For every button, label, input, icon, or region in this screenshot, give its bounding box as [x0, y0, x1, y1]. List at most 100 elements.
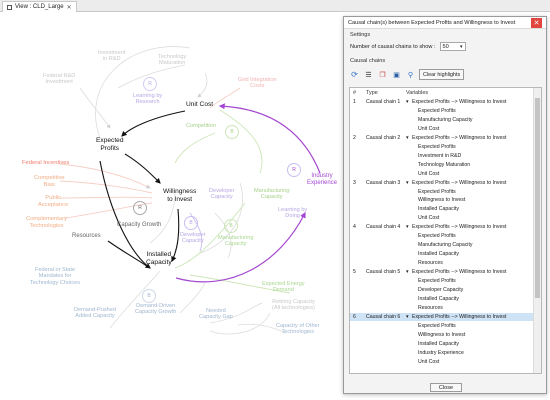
node-industry-experience[interactable]: Industry Experience	[307, 173, 337, 187]
chain-type: Causal chain 4	[366, 224, 401, 231]
chain-variable-row[interactable]: Installed Capacity	[350, 340, 534, 348]
chain-variable-row[interactable]: Unit Cost	[350, 170, 534, 178]
node-technology-maturation[interactable]: Technology Maturation	[158, 54, 186, 67]
node-learning-by-research[interactable]: Learning by Research	[133, 93, 162, 106]
node-manufacturing-capacity[interactable]: Manufacturing Capacity	[254, 188, 289, 201]
column-header-variables[interactable]: Variables	[406, 90, 429, 96]
chain-variable: Willingness to Invest	[418, 331, 466, 338]
chevron-down-icon[interactable]: ▾	[406, 269, 409, 276]
node-label: Capacity of Other Technologies	[276, 323, 320, 336]
chain-header: Expected Profits --> Willingness to Inve…	[412, 224, 507, 231]
chain-variable-row[interactable]: Unit Cost	[350, 125, 534, 133]
close-button[interactable]: Close	[430, 383, 462, 392]
node-federal-state-mandates[interactable]: Federal or State Mandates for Technology…	[30, 267, 80, 286]
node-installed-capacity[interactable]: Installed Capacity	[146, 251, 172, 266]
chain-variable-row[interactable]: Willingness to Invest	[350, 196, 534, 204]
chain-variable-row[interactable]: Expected Profits	[350, 232, 534, 240]
chevron-down-icon[interactable]: ▾	[406, 179, 409, 186]
node-manufacturing-capacity-loop[interactable]: Manufacturing Capacity	[218, 235, 253, 248]
chevron-down-icon[interactable]: ▾	[406, 99, 409, 105]
chain-variable-row[interactable]: Developer Capacity	[350, 286, 534, 294]
chain-variable-row[interactable]: Installed Capacity	[350, 205, 534, 213]
chain-variable-row[interactable]: Resources	[350, 259, 534, 267]
chain-variable-row[interactable]: Industry Experience	[350, 349, 534, 357]
node-label: Manufacturing Capacity	[254, 188, 290, 201]
node-label: Demand-Pushed Added Capacity	[74, 307, 116, 320]
chain-variable-row[interactable]: Expected Profits	[350, 143, 534, 151]
chevron-down-icon[interactable]: ▾	[460, 43, 463, 50]
save-icon[interactable]: ▣	[393, 71, 400, 79]
table-scrollbar[interactable]	[533, 88, 541, 373]
node-demand-driven-growth[interactable]: Demand-Driven Capacity Growth	[135, 303, 176, 316]
node-learning-by-doing[interactable]: Learning by Doing	[278, 207, 307, 220]
node-label: Technology Maturation	[158, 54, 187, 67]
node-resources[interactable]: Resources	[72, 233, 101, 240]
chevron-down-icon[interactable]: ▾	[406, 224, 409, 231]
node-developer-capacity-loop[interactable]: Developer Capacity	[180, 232, 206, 245]
chain-variable-row[interactable]: Technology Maturation	[350, 161, 534, 169]
node-retiring-capacity[interactable]: Retiring Capacity (All technologies)	[272, 299, 315, 312]
chain-variable-row[interactable]: Resources	[350, 304, 534, 312]
node-label: Retiring Capacity (All technologies)	[272, 299, 315, 312]
column-header-num[interactable]: #	[353, 90, 356, 96]
node-public-acceptance[interactable]: Public Acceptance	[38, 195, 68, 208]
node-federal-rd-investment[interactable]: Federal R&D Investment	[43, 73, 75, 86]
close-tab-icon[interactable]: ✕	[66, 4, 72, 11]
view-tab[interactable]: View : CLD_Large ✕	[2, 1, 77, 12]
dialog-titlebar[interactable]: Causal chain(s) between Expected Profits…	[344, 17, 546, 29]
chains-to-show-spinbox[interactable]: 50 ▾	[439, 42, 466, 51]
chain-variable: Resources	[418, 260, 443, 267]
chain-variable-row[interactable]: Manufacturing Capacity	[350, 116, 534, 124]
node-label: Competitive Bias	[34, 175, 65, 188]
node-capacity-other[interactable]: Capacity of Other Technologies	[276, 323, 320, 336]
chain-variable: Unit Cost	[418, 215, 440, 222]
chain-variable-row[interactable]: Expected Profits	[350, 277, 534, 285]
node-grid-integration-costs[interactable]: Grid Integration Costs	[238, 77, 277, 90]
node-federal-incentives[interactable]: Federal Incentives	[22, 160, 69, 167]
node-label: Public Acceptance	[38, 195, 69, 208]
node-unit-cost[interactable]: Unit Cost	[186, 101, 213, 109]
clear-highlights-button[interactable]: Clear highlights	[419, 69, 465, 80]
chain-variable-row[interactable]: Expected Profits	[350, 188, 534, 196]
chevron-down-icon[interactable]: ▾	[406, 134, 409, 141]
node-willingness-to-invest[interactable]: Willingness to Invest	[163, 188, 196, 203]
node-expected-profits[interactable]: Expected Profits	[96, 137, 124, 152]
node-complementary-technologies[interactable]: Complementary Technologies	[26, 216, 67, 229]
chain-variable-row[interactable]: Manufacturing Capacity	[350, 241, 534, 249]
node-label: Complementary Technologies	[26, 216, 67, 229]
settings-row: Number of causal chains to show : 50 ▾	[350, 42, 466, 51]
chain-variable-row[interactable]: Expected Profits	[350, 322, 534, 330]
node-demand-pushed-capacity[interactable]: Demand-Pushed Added Capacity	[74, 307, 116, 320]
column-header-type[interactable]: Type	[366, 90, 378, 96]
copy-icon[interactable]: ❐	[379, 71, 386, 79]
refresh-icon[interactable]: ⟳	[351, 70, 358, 79]
search-icon[interactable]: ⚲	[407, 71, 414, 79]
chain-variable-row[interactable]: Unit Cost	[350, 358, 534, 366]
node-needed-capacity-gap[interactable]: Needed Capacity Gap	[199, 308, 233, 321]
chain-variable-row[interactable]: Installed Capacity	[350, 295, 534, 303]
loop-label: B	[189, 220, 193, 226]
node-investment-rd[interactable]: Investment in R&D	[98, 50, 125, 63]
chain-variable-row[interactable]: Expected Profits	[350, 107, 534, 115]
dialog-close-icon[interactable]: ✕	[531, 17, 542, 28]
chain-variable: Willingness to Invest	[418, 197, 466, 204]
chain-variable-row[interactable]: Unit Cost	[350, 214, 534, 222]
node-expected-energy-demand[interactable]: Expected Energy Demand	[262, 281, 305, 294]
node-developer-capacity[interactable]: Developer Capacity	[209, 188, 235, 201]
chevron-down-icon[interactable]: ▾	[406, 313, 409, 320]
list-check-icon[interactable]: ☰	[365, 71, 372, 79]
chain-variable-row[interactable]: Installed Capacity	[350, 250, 534, 258]
node-capacity-growth[interactable]: Capacity Growth	[117, 222, 161, 229]
scrollbar-thumb[interactable]	[535, 98, 540, 298]
chain-variable-row[interactable]: Willingness to Invest	[350, 331, 534, 339]
chain-variable-row[interactable]: Investment in R&D	[350, 152, 534, 160]
diagram-canvas[interactable]: Investment in R&D Technology Maturation …	[0, 13, 550, 400]
node-competition[interactable]: Competition	[186, 123, 216, 129]
node-competitive-bias[interactable]: Competitive Bias	[34, 175, 65, 188]
